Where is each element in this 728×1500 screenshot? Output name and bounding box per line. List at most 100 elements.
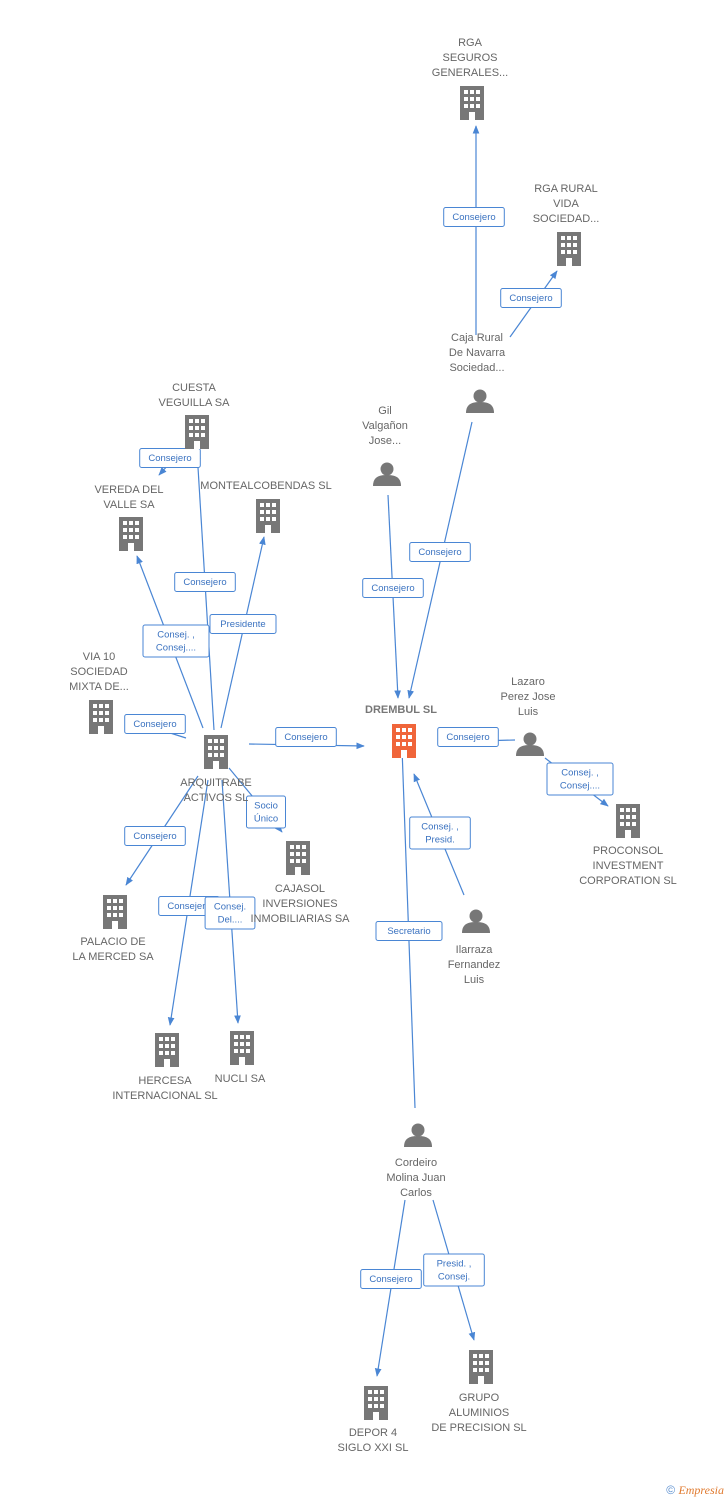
- edge-role-label[interactable]: Consej. ,Consej....: [546, 762, 614, 796]
- edge-role-label[interactable]: Consejero: [443, 207, 505, 227]
- edge-role-label[interactable]: Secretario: [375, 921, 443, 941]
- node-label: Jose...: [369, 435, 401, 447]
- node-label: VEREDA DEL: [94, 484, 163, 496]
- node-vereda[interactable]: VEREDA DEL VALLE SA: [94, 484, 164, 551]
- edge-role-label[interactable]: Consejero: [409, 542, 471, 562]
- edge-label-box: [362, 578, 424, 598]
- node-label: INTERNACIONAL SL: [112, 1090, 217, 1102]
- edge-role-label[interactable]: Consejero: [174, 572, 236, 592]
- node-montealcobendas[interactable]: MONTEALCOBENDAS SL: [200, 480, 332, 533]
- node-drembul[interactable]: DREMBUL SL: [365, 704, 437, 758]
- edge-arquitrabe-to-montealcobendas: Presidente: [209, 536, 277, 729]
- edge-label-box: [139, 448, 201, 468]
- company-building-icon: [286, 841, 310, 875]
- edge-role-label[interactable]: Consejero: [362, 578, 424, 598]
- edge-role-label[interactable]: Consej.Del....: [204, 896, 256, 930]
- node-label: SOCIEDAD: [70, 666, 128, 678]
- edge-role-label[interactable]: Presidente: [209, 614, 277, 634]
- node-nucli[interactable]: NUCLI SA: [215, 1031, 266, 1085]
- brand-logo[interactable]: Empresia: [678, 1483, 724, 1497]
- node-label: INVERSIONES: [262, 898, 337, 910]
- node-label: NUCLI SA: [215, 1073, 266, 1085]
- edge-caja_rural-to-rga_rural: Consejero: [500, 270, 562, 338]
- edge-label-box: [500, 288, 562, 308]
- node-label: Luis: [464, 974, 485, 986]
- node-label: Caja Rural: [451, 332, 503, 344]
- edge-role-label[interactable]: Consejero: [139, 448, 201, 468]
- edge-label-text: Consejero: [509, 293, 552, 304]
- edge-role-label[interactable]: Consejero: [124, 826, 186, 846]
- edge-label-text: Consejero: [148, 453, 191, 464]
- node-label: ARQUITRABE: [180, 777, 252, 789]
- node-label: PALACIO DE: [80, 936, 145, 948]
- edge-role-label[interactable]: Consejero: [500, 288, 562, 308]
- node-label: Molina Juan: [386, 1172, 445, 1184]
- node-gil[interactable]: GilValgañonJose...: [362, 405, 408, 486]
- edge-role-label[interactable]: Consej. ,Consej....: [142, 624, 210, 658]
- company-building-icon: [460, 86, 484, 120]
- edge-label-text: Consejero: [284, 732, 327, 743]
- node-label: SIGLO XXI SL: [338, 1442, 409, 1454]
- node-label: VIDA: [553, 198, 579, 210]
- edge-arquitrabe-to-palacio: Consejero: [124, 775, 199, 886]
- edge-cordeiro-to-drembul: Secretario: [375, 747, 443, 1109]
- edge-role-label[interactable]: Presid. , Consej.: [423, 1253, 485, 1287]
- edge-role-label[interactable]: Consejero: [360, 1269, 422, 1289]
- copyright-footer: © Empresia: [666, 1483, 724, 1498]
- edge-label-text: Único: [254, 814, 278, 825]
- edge-label-text: Consej....: [560, 781, 600, 792]
- node-label: VALLE SA: [103, 499, 155, 511]
- edge-gil-to-drembul: Consejero: [362, 494, 424, 699]
- edge-label-box: [275, 727, 337, 747]
- company-building-icon: [469, 1350, 493, 1384]
- node-rga_rural[interactable]: RGA RURALVIDASOCIEDAD...: [533, 183, 600, 266]
- company-building-icon: [204, 735, 228, 769]
- edge-label-text: Consej. ,: [421, 822, 459, 833]
- node-rga_seguros[interactable]: RGASEGUROSGENERALES...: [432, 37, 508, 120]
- node-label: Cordeiro: [395, 1157, 437, 1169]
- company-building-icon: [364, 1386, 388, 1420]
- edge-label-text: Consej. ,: [157, 630, 195, 641]
- node-label: SOCIEDAD...: [533, 213, 600, 225]
- node-label: INVESTMENT: [593, 860, 664, 872]
- edge-role-label[interactable]: Consejero: [275, 727, 337, 747]
- node-label: Sociedad...: [449, 362, 504, 374]
- person-icon: [373, 462, 401, 486]
- edge-label-text: Presid. ,: [437, 1259, 472, 1270]
- person-icon: [516, 732, 544, 756]
- edge-arquitrabe-to-cuesta: Consejero: [174, 450, 236, 731]
- edge-label-box: [124, 714, 186, 734]
- node-label: VEGUILLA SA: [159, 397, 231, 409]
- node-label: VIA 10: [83, 651, 115, 663]
- edge-label-text: Consej.: [438, 1272, 470, 1283]
- edge-ilarraza-to-drembul: Consej. ,Presid.: [409, 773, 471, 896]
- edge-label-text: Del....: [218, 915, 243, 926]
- company-building-icon: [155, 1033, 179, 1067]
- node-label: MONTEALCOBENDAS SL: [200, 480, 331, 492]
- edge-label-text: Consejero: [371, 583, 414, 594]
- edge-role-label[interactable]: Consejero: [124, 714, 186, 734]
- edge-label-box: [437, 727, 499, 747]
- edge-role-label[interactable]: Consejero: [437, 727, 499, 747]
- edge-arquitrabe-to-hercesa: Consejero: [158, 779, 220, 1026]
- company-building-icon: [89, 700, 113, 734]
- node-label: Fernandez: [448, 959, 501, 971]
- edge-role-label[interactable]: Consej. ,Presid.: [409, 816, 471, 850]
- copyright-icon: ©: [666, 1483, 676, 1497]
- edge-cordeiro-to-depor4: Consejero: [360, 1199, 422, 1377]
